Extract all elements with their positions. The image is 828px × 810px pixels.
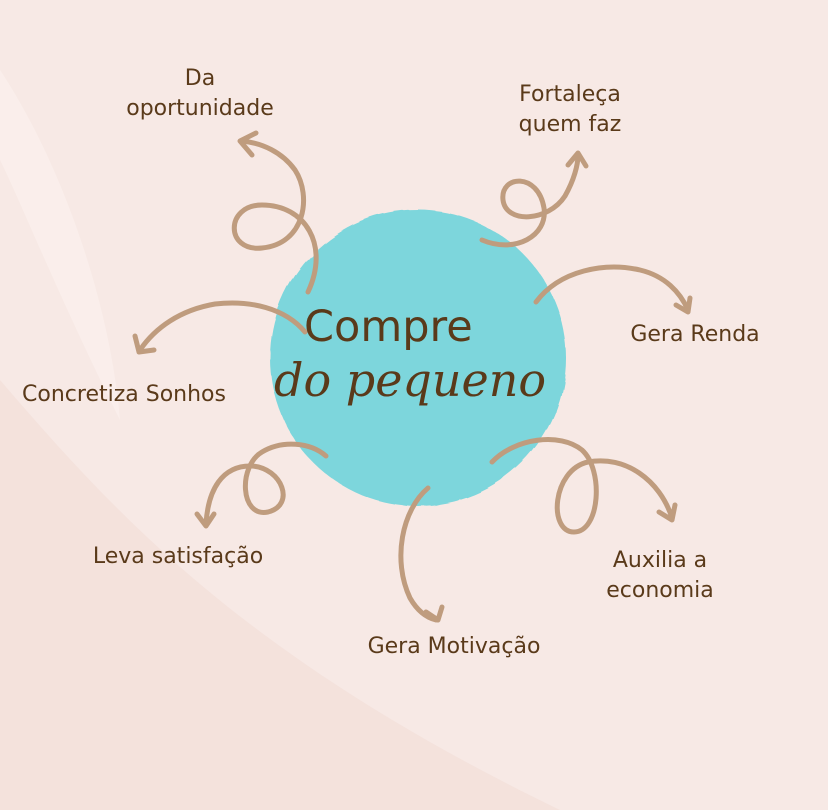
arrow-leva-satisfacao bbox=[203, 441, 329, 527]
center-circle bbox=[270, 210, 566, 506]
arrow-da-oportunidade bbox=[231, 138, 319, 295]
node-da-oportunidade-line1: Da bbox=[184, 66, 216, 91]
arrowhead-leva-satisfacao bbox=[194, 511, 217, 529]
node-auxilia-line1: Auxilia a bbox=[612, 548, 708, 573]
arrowhead-concretiza bbox=[132, 333, 157, 355]
node-gera-motivacao-text: Gera Motivação bbox=[367, 634, 541, 659]
node-gera-renda-text: Gera Renda bbox=[630, 322, 760, 347]
arrowhead-da-oportunidade bbox=[237, 130, 259, 158]
node-fortaleca-line1: Fortaleça bbox=[519, 82, 621, 107]
arrowhead-gera-renda bbox=[673, 295, 693, 315]
node-da-oportunidade: Da oportunidade bbox=[90, 64, 310, 124]
node-da-oportunidade-line2: oportunidade bbox=[126, 96, 274, 121]
node-auxilia-line2: economia bbox=[606, 578, 714, 603]
arrowhead-auxilia bbox=[656, 502, 678, 523]
node-leva-satisfacao: Leva satisfação bbox=[60, 542, 296, 572]
node-concretiza-text: Concretiza Sonhos bbox=[22, 382, 226, 407]
arrow-gera-motivacao bbox=[398, 485, 439, 623]
node-fortaleca: Fortaleça quem faz bbox=[460, 80, 680, 140]
arrowhead-gera-motivacao bbox=[423, 604, 445, 623]
node-leva-satisfacao-text: Leva satisfação bbox=[92, 544, 264, 569]
arrow-fortaleca bbox=[479, 152, 581, 248]
center-title-line2: do pequeno bbox=[274, 353, 547, 407]
node-gera-motivacao: Gera Motivação bbox=[334, 632, 574, 662]
node-gera-renda: Gera Renda bbox=[600, 320, 790, 350]
node-concretiza: Concretiza Sonhos bbox=[0, 380, 248, 410]
arrowhead-fortaleca bbox=[565, 150, 589, 169]
arrow-gera-renda bbox=[533, 264, 691, 313]
center-title-line1: Compre bbox=[304, 302, 473, 352]
node-fortaleca-line2: quem faz bbox=[518, 112, 622, 137]
center-title: Compre do pequeno bbox=[268, 300, 568, 408]
arrow-auxilia bbox=[489, 437, 675, 535]
node-auxilia: Auxilia a economia bbox=[560, 546, 760, 606]
arrow-concretiza bbox=[137, 300, 308, 353]
